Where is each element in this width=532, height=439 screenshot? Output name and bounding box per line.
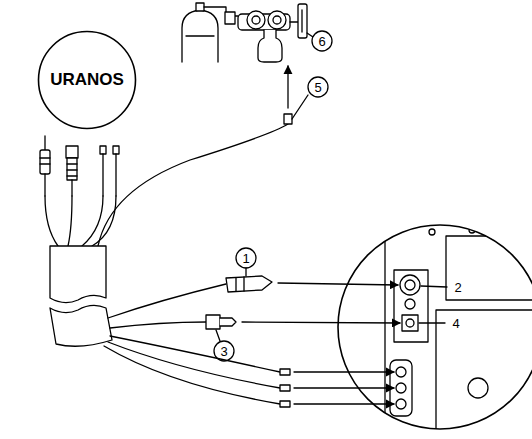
gauge-face [273,16,281,24]
leader-line [216,330,220,341]
flowmeter-tube [298,4,307,38]
callout-number: 6 [318,35,325,48]
gas-bottle [258,30,282,62]
panel-box [446,236,532,300]
cable [44,174,45,196]
sheath-upper [50,246,106,303]
device-name: URANOS [50,70,124,90]
arrow [294,403,394,404]
cylinder-body [182,10,218,62]
cable [108,284,226,318]
thin-wires [103,154,116,196]
hose [98,124,288,246]
wire-tip [280,385,290,391]
leader-line [307,33,313,37]
lower-cables [104,268,290,407]
socket [396,367,406,377]
callout-circle [236,248,256,268]
arrow [278,283,398,285]
arrow [294,387,394,388]
socket-frame [394,270,428,342]
hose-fitting [284,114,292,124]
panel-knob [468,378,488,398]
callout-circle [308,77,328,97]
leader-line [245,268,246,276]
socket [396,399,406,409]
callout-circle [312,31,332,51]
detail-circle [338,225,532,429]
pressure-gauge [268,11,286,29]
regulator-pipe [290,21,298,22]
pressure-regulator [238,4,313,62]
insert-arrows [242,283,400,404]
screw [469,227,475,233]
cylinder-band [186,35,214,36]
cylinder-neck [196,3,204,11]
panel-box [436,310,532,439]
plug-ribs [236,277,244,291]
socket [400,275,420,295]
leader-line [292,95,308,119]
cable-sheath [50,246,112,346]
circle-outline [39,32,136,129]
wire-tip [100,146,106,154]
connector-tip [220,318,236,326]
cable [108,342,280,388]
callout-number: 4 [452,317,459,330]
socket [396,383,406,393]
plug-pin [44,136,45,150]
valve-body [225,12,235,24]
power-plug [40,150,50,174]
cable [71,180,72,196]
connector-plug [226,276,272,292]
socket [402,315,418,331]
plug-ribs [40,158,50,164]
socket [405,299,415,309]
connector-ribs [67,164,77,176]
callout-number: 5 [314,81,321,94]
cable [110,336,280,372]
flowmeter-scale [301,10,302,32]
gauge-face [252,16,260,24]
connector-body [67,158,77,180]
wire-tip [280,401,290,407]
device-circle: URANOS [37,30,137,130]
socket-core [405,280,415,290]
socket-core [406,319,414,327]
leader-line [419,322,445,323]
cable [92,196,116,246]
arrow [242,322,400,323]
wire-tip [280,369,290,375]
wire-tip [113,146,119,154]
callout-number: 2 [454,281,461,294]
arrow [287,66,288,108]
cable [110,322,206,328]
gas-cylinder [182,3,238,62]
callout-number: 3 [220,345,227,358]
connector-head [66,146,78,158]
connector-nut [206,315,220,329]
leader-line [421,286,447,287]
cable [45,196,58,246]
screw [429,229,435,235]
sheath-lower [50,305,112,346]
cable [104,346,280,404]
top-connectors [40,136,119,246]
pressure-gauge [247,11,265,29]
cable [68,196,72,246]
panel-detail [338,225,532,439]
callout-number: 1 [242,252,249,265]
arrow [294,371,394,372]
